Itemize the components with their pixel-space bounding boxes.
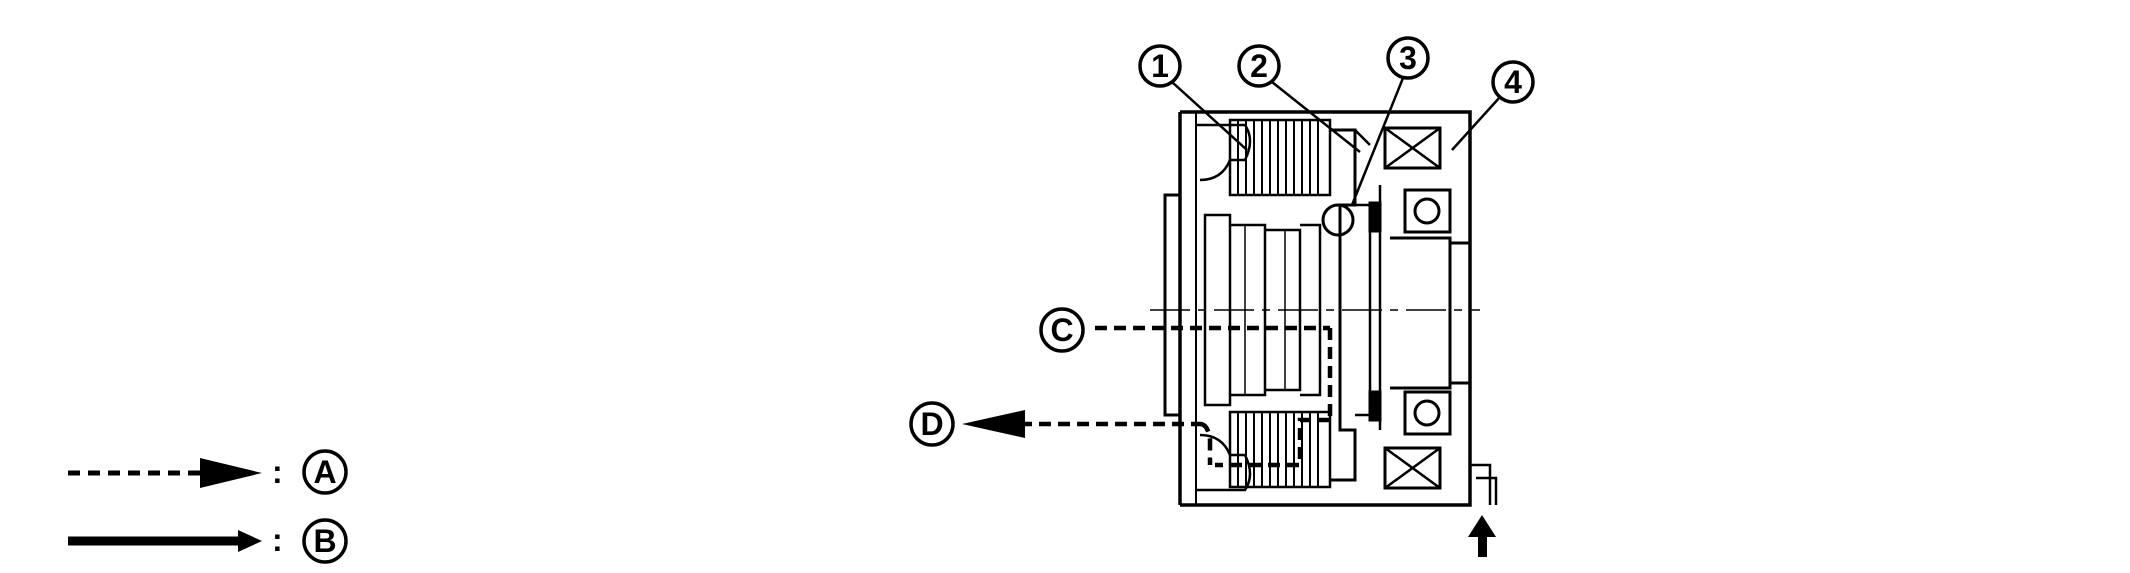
legend-solid-arrow (68, 530, 262, 552)
clutch-assembly (1163, 110, 1498, 507)
label-c: C (1039, 307, 1085, 353)
legend: : A : B (68, 449, 348, 564)
svg-text:C: C (1050, 312, 1073, 348)
legend-dashed-arrow (68, 458, 262, 488)
legend-sep-a: : (272, 454, 283, 490)
label-d: D (909, 401, 955, 447)
legend-label-b: B (302, 518, 348, 564)
callout-3: 3 (1350, 36, 1430, 206)
svg-text:1: 1 (1151, 48, 1169, 84)
svg-text:4: 4 (1504, 64, 1522, 100)
legend-label-a: A (302, 449, 348, 495)
supply-arrow (1468, 515, 1496, 557)
flow-path-c (1095, 325, 1333, 468)
flow-path-d (962, 410, 1213, 465)
flow-arrow-d-head (962, 410, 1025, 438)
callout-1: 1 (1138, 44, 1248, 151)
svg-text:A: A (313, 454, 336, 490)
legend-sep-b: : (272, 522, 283, 558)
callout-4: 4 (1451, 60, 1535, 151)
svg-text:2: 2 (1250, 48, 1268, 84)
svg-text:3: 3 (1399, 40, 1417, 76)
svg-text:D: D (920, 406, 943, 442)
svg-text:B: B (313, 523, 336, 559)
callout-2: 2 (1237, 44, 1361, 153)
